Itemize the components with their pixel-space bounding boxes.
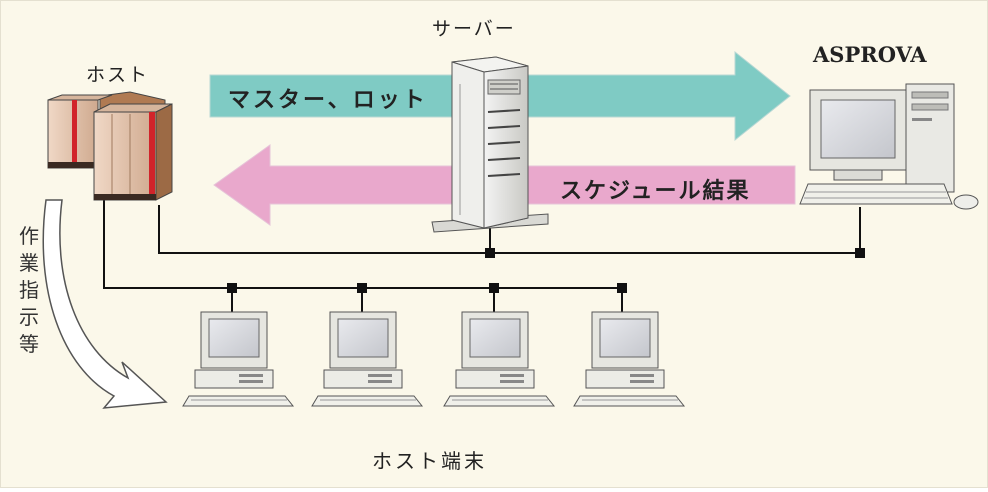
network-nodes — [227, 248, 865, 293]
host-label: ホスト — [86, 64, 150, 86]
work-instructions-label: 作業指示等 — [19, 224, 39, 356]
master-lot-label: マスター、ロット — [228, 88, 428, 113]
asprova-pc-icon — [799, 83, 979, 210]
work-instructions-arrow — [42, 199, 168, 409]
host-mainframe-icon — [47, 91, 173, 201]
schedule-result-label: スケジュール結果 — [560, 179, 751, 204]
server-icon — [431, 56, 549, 233]
host-terminals-label: ホスト端末 — [372, 449, 487, 473]
server-label: サーバー — [432, 18, 516, 40]
asprova-label: ASPROVA — [813, 42, 927, 67]
